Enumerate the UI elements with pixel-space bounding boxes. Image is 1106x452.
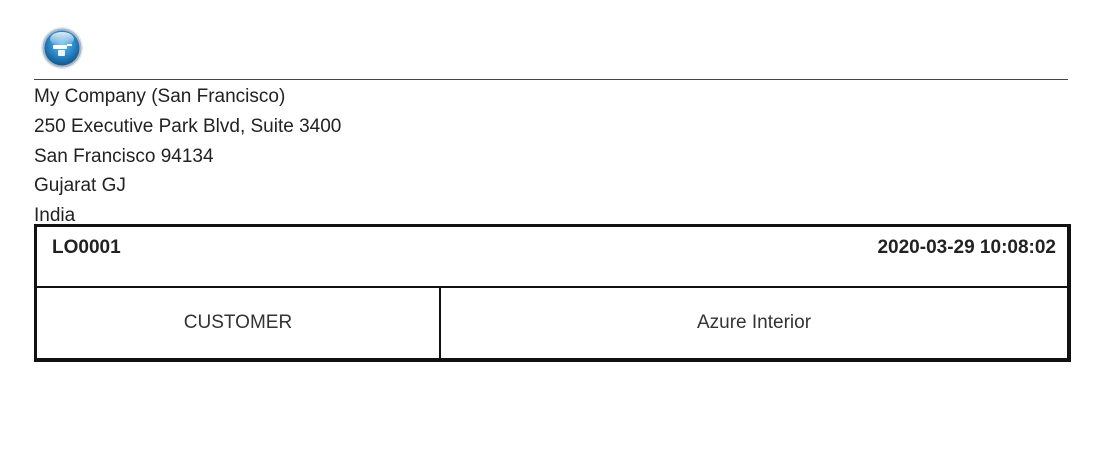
customer-label: CUSTOMER bbox=[37, 288, 441, 358]
company-city-zip: San Francisco 94134 bbox=[34, 145, 214, 167]
document-reference: LO0001 bbox=[52, 237, 121, 258]
header-divider bbox=[34, 79, 1068, 80]
company-state: Gujarat GJ bbox=[34, 175, 126, 197]
document-header-row: LO0001 2020-03-29 10:08:02 bbox=[37, 227, 1067, 288]
document-info-table: LO0001 2020-03-29 10:08:02 CUSTOMER Azur… bbox=[34, 224, 1071, 362]
customer-value: Azure Interior bbox=[696, 312, 812, 333]
document-datetime: 2020-03-29 10:08:02 bbox=[877, 237, 1056, 258]
company-street: 250 Executive Park Blvd, Suite 3400 bbox=[34, 115, 342, 137]
company-address: My Company (San Francisco) 250 Executive… bbox=[34, 82, 341, 231]
company-country: India bbox=[34, 205, 76, 227]
company-name: My Company (San Francisco) bbox=[34, 86, 286, 107]
company-logo-icon bbox=[40, 26, 84, 70]
